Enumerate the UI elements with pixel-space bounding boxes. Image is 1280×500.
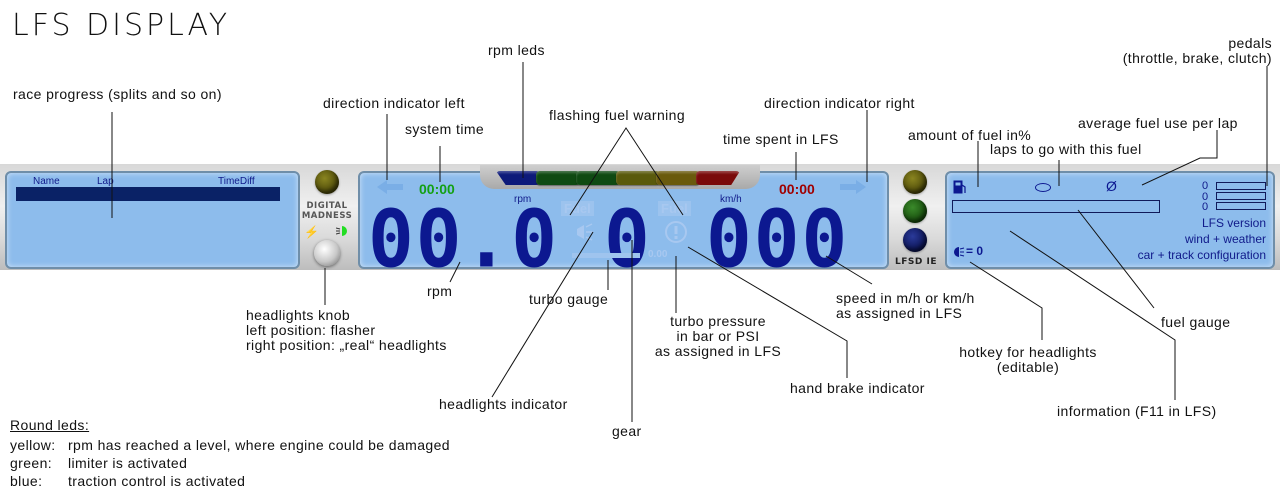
race-progress-highlight-row [16, 187, 280, 201]
page-title: LFS DISPLAY [12, 8, 231, 43]
turbo-gauge-bar [572, 253, 640, 258]
label-speed-line-2: as assigned in LFS [836, 305, 963, 321]
legend-text: traction control is activated [68, 473, 246, 489]
label-speed: speed in m/h or km/h as assigned in LFS [836, 291, 975, 321]
pedal-value-brake: 0 [1202, 191, 1209, 203]
label-turbo-gauge: turbo gauge [529, 291, 609, 307]
pedal-bar-clutch [1216, 202, 1266, 210]
label-direction-right: direction indicator right [764, 95, 915, 111]
label-headlights-knob-line-1: headlights knob [246, 307, 351, 323]
rpm-led [536, 171, 580, 185]
headlight-hotkey-icon [953, 245, 965, 263]
rpm-readout: 00.0 [368, 191, 560, 286]
gear-readout: 0 [604, 191, 652, 286]
rpm-unit-label: rpm [514, 194, 532, 205]
round-led-blue [903, 228, 927, 252]
label-system-time: system time [405, 121, 485, 137]
headlight-hotkey-value[interactable]: = 0 [966, 244, 984, 258]
brand-digital-madness: DIGITAL MADNESS [298, 201, 356, 221]
label-pedals-line-1: pedals [1228, 35, 1272, 51]
label-speed-line-1: speed in m/h or km/h [836, 290, 975, 306]
speed-unit-label: km/h [720, 194, 742, 205]
label-headlights-knob-line-3: right position: „real“ headlights [246, 337, 447, 353]
rpm-led [696, 171, 740, 185]
label-direction-left: direction indicator left [323, 95, 465, 111]
fuel-warning-left: Fuel [561, 201, 594, 216]
legend-row-green: green: limiter is activated [10, 455, 187, 471]
pedal-bar-throttle [1216, 182, 1266, 190]
label-rpm-leds: rpm leds [488, 42, 545, 58]
label-pedals-line-2: (throttle, brake, clutch) [1122, 50, 1272, 66]
label-flashing-fuel: flashing fuel warning [549, 107, 686, 123]
time-in-lfs: 00:00 [779, 181, 815, 197]
label-headlights-knob: headlights knob left position: flasher r… [246, 308, 447, 353]
label-headlights-knob-line-2: left position: flasher [246, 322, 376, 338]
pedal-value-clutch: 0 [1202, 201, 1209, 213]
average-icon: Ø [1106, 178, 1117, 194]
label-turbo-pressure-line-1: turbo pressure [670, 313, 766, 329]
legend-text: rpm has reached a level, where engine co… [68, 437, 450, 453]
brand-line-1: DIGITAL [306, 201, 348, 211]
label-time-spent: time spent in LFS [723, 131, 839, 147]
label-hotkey-line-2: (editable) [996, 359, 1060, 375]
label-amount-fuel: amount of fuel in% [908, 127, 1032, 143]
info-lfs-version: LFS version [1201, 216, 1266, 230]
brand-lfsd-ie: LFSD IE [895, 257, 937, 267]
label-rpm: rpm [427, 283, 453, 299]
headlights-indicator-icon [572, 222, 594, 247]
label-gear: gear [612, 423, 642, 439]
label-hand-brake: hand brake indicator [790, 380, 925, 396]
label-headlights-indicator: headlights indicator [439, 396, 568, 412]
turbo-pressure-value: 0.00 [648, 249, 668, 260]
legend-key: yellow: [10, 437, 56, 453]
legend-title: Round leds: [10, 417, 90, 433]
speed-readout: 000 [706, 191, 850, 286]
label-fuel-gauge: fuel gauge [1161, 314, 1231, 330]
label-average-fuel: average fuel use per lap [1078, 115, 1238, 131]
column-header-timediff: TimeDiff [218, 176, 255, 187]
fuel-pump-icon [953, 180, 967, 199]
info-car-track: car + track configuration [1137, 248, 1266, 262]
hand-brake-indicator-icon [664, 220, 688, 244]
round-led-yellow [903, 170, 927, 194]
system-time: 00:00 [419, 181, 455, 197]
legend-row-blue: blue: traction control is activated [10, 473, 245, 489]
column-header-name: Name [33, 176, 60, 187]
pedal-value-throttle: 0 [1202, 180, 1209, 192]
legend-key: green: [10, 455, 53, 471]
direction-right-arrow-icon [840, 180, 866, 194]
label-turbo-pressure: turbo pressure in bar or PSI as assigned… [643, 314, 793, 359]
label-information: information (F11 in LFS) [1057, 403, 1217, 419]
rpm-led [656, 171, 700, 185]
direction-left-arrow-icon [377, 180, 403, 194]
column-header-lap: Lap [97, 176, 114, 187]
fuel-warning-right: Fuel [658, 201, 691, 216]
lap-oval-icon [1035, 183, 1051, 192]
round-led-green [903, 199, 927, 223]
rpm-led [496, 171, 540, 185]
legend-row-yellow: yellow: rpm has reached a level, where en… [10, 437, 450, 453]
legend-text: limiter is activated [68, 455, 188, 471]
label-hotkey-headlights: hotkey for headlights (editable) [946, 345, 1110, 375]
round-led-yellow-left [315, 170, 339, 194]
rpm-led [576, 171, 620, 185]
legend-key: blue: [10, 473, 43, 489]
headlight-on-icon [335, 224, 348, 236]
label-laps-to-go: laps to go with this fuel [990, 141, 1142, 157]
pedal-bar-brake [1216, 192, 1266, 200]
brand-line-2: MADNESS [301, 211, 353, 221]
label-race-progress: race progress (splits and so on) [13, 86, 222, 102]
fuel-gauge-bar [952, 200, 1160, 213]
flasher-icon: ⚡ [304, 225, 319, 239]
info-wind-weather: wind + weather [1184, 232, 1266, 246]
rpm-led [616, 171, 660, 185]
headlights-knob[interactable] [314, 240, 340, 266]
label-turbo-pressure-line-3: as assigned in LFS [654, 343, 782, 359]
label-hotkey-line-1: hotkey for headlights [959, 344, 1097, 360]
label-turbo-pressure-line-2: in bar or PSI [676, 328, 760, 344]
label-pedals: pedals (throttle, brake, clutch) [1123, 36, 1272, 66]
